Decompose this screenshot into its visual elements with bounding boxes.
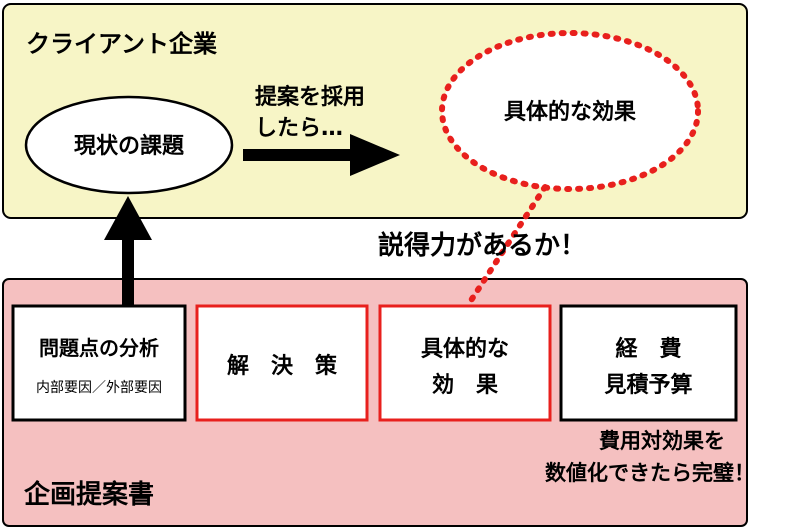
up-arrow-icon bbox=[104, 196, 152, 240]
client-company-title: クライアント企業 bbox=[26, 30, 217, 58]
box-concrete-effect-line1: 具体的な bbox=[421, 336, 509, 362]
effect-bubble-label: 具体的な効果 bbox=[504, 99, 636, 125]
adoption-arrow-icon bbox=[350, 134, 400, 176]
cost-effect-note-line1: 費用対効果を bbox=[599, 429, 725, 453]
box-expense-estimate-line1: 経 費 bbox=[615, 336, 681, 362]
proposal-document-title: 企画提案書 bbox=[24, 479, 154, 510]
box-solution: 解 決 策 bbox=[195, 304, 369, 422]
current-issue-ellipse bbox=[24, 95, 234, 195]
box-concrete-effect-line2: 効 果 bbox=[432, 372, 498, 398]
adoption-label-line2: したら… bbox=[255, 116, 343, 141]
box-expense-estimate-line2: 見積予算 bbox=[604, 372, 692, 398]
current-issue-label: 現状の課題 bbox=[74, 133, 185, 159]
box-problem-analysis-sub: 内部要因／外部要因 bbox=[36, 380, 162, 396]
box-concrete-effect: 具体的な 効 果 bbox=[378, 304, 552, 422]
box-solution-label: 解 決 策 bbox=[227, 353, 338, 379]
adoption-label-line1: 提案を採用 bbox=[255, 84, 365, 110]
box-problem-analysis-label: 問題点の分析 bbox=[39, 336, 159, 360]
cost-effect-note-line2: 数値化できたら完璧！ bbox=[545, 461, 755, 485]
box-expense-estimate: 経 費 見積予算 bbox=[559, 304, 738, 422]
effect-bubble bbox=[439, 30, 701, 192]
effect-dotted-connector bbox=[465, 184, 548, 308]
box-problem-analysis: 問題点の分析 内部要因／外部要因 bbox=[11, 304, 187, 422]
persuasion-question: 説得力があるか！ bbox=[378, 230, 586, 261]
